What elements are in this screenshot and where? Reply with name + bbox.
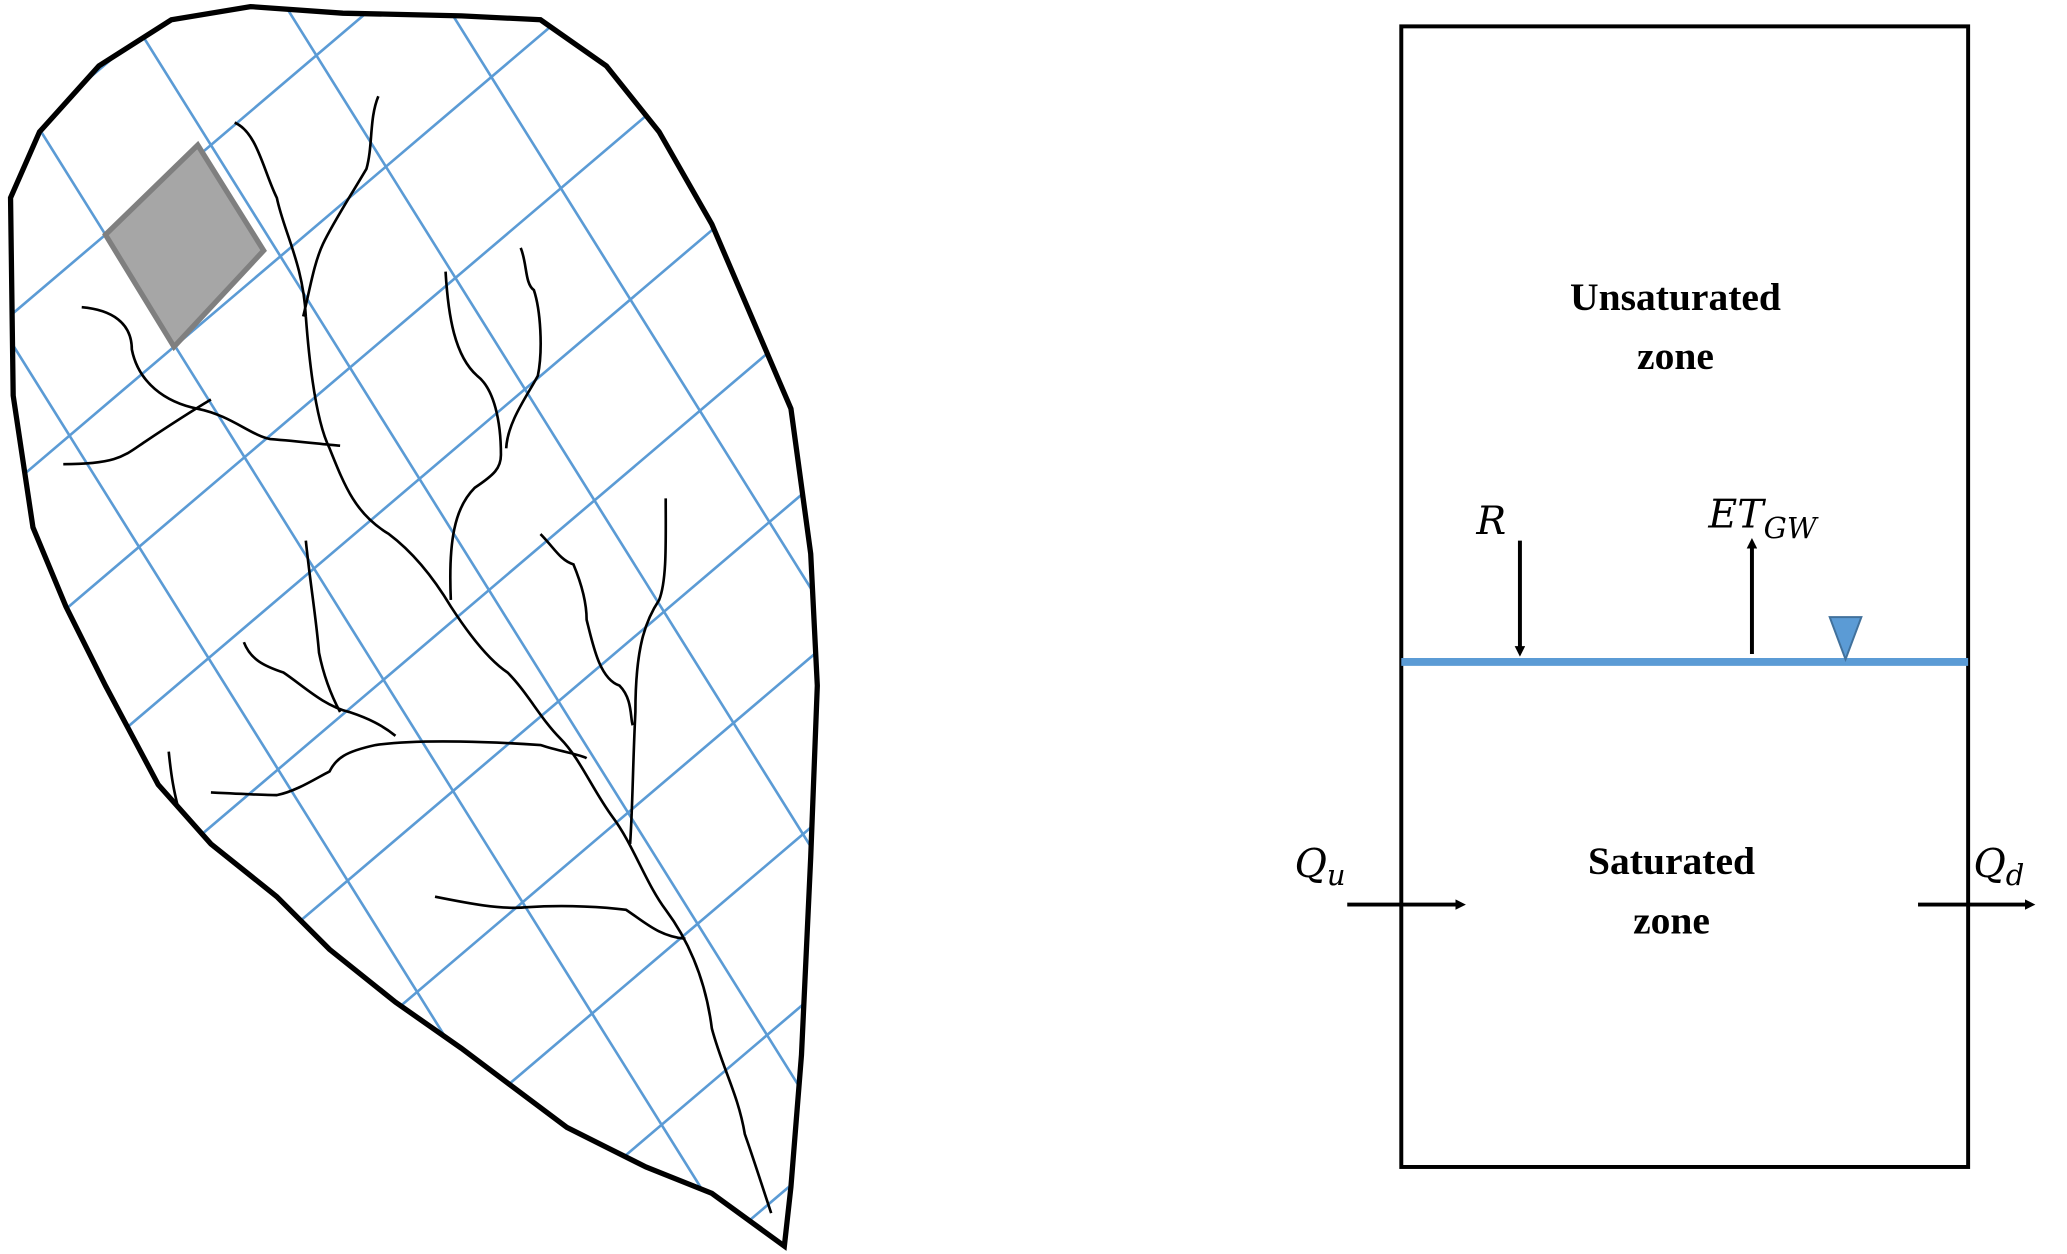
grid-line xyxy=(280,6,818,879)
grid-line xyxy=(109,639,818,1247)
column-box xyxy=(1399,24,1971,1169)
grid-line xyxy=(10,582,420,1247)
inflow-label: Qu xyxy=(1295,841,1346,892)
saturated-zone-label-2: zone xyxy=(1633,899,1710,943)
grid-line xyxy=(10,298,818,1007)
stream-network xyxy=(63,95,773,1214)
grid-line xyxy=(10,128,818,837)
grid-line xyxy=(10,469,818,1178)
grid-line xyxy=(119,6,818,1138)
saturated-zone-label: Saturated xyxy=(1588,839,1755,883)
catchment xyxy=(0,0,830,1253)
grid-line xyxy=(10,840,259,1247)
water-table-icon xyxy=(1828,616,1863,663)
grid-line xyxy=(765,6,818,104)
unsaturated-zone-label-2: zone xyxy=(1637,334,1714,378)
grid-line xyxy=(442,6,818,621)
unsaturated-zone-label: Unsaturated xyxy=(1570,275,1781,319)
grid-cell xyxy=(102,140,267,352)
catchment-outline xyxy=(11,7,818,1246)
grid-lines xyxy=(10,6,818,1247)
recharge-label: R xyxy=(1475,498,1506,544)
groundwater-column: Unsaturated zone Saturated zone R ETGW Q… xyxy=(1295,24,2036,1169)
outflow-label: Qd xyxy=(1973,841,2024,892)
grid-line xyxy=(603,6,818,362)
grid-line xyxy=(510,980,818,1247)
grid-line xyxy=(309,809,818,1247)
grid-line xyxy=(10,1099,97,1247)
et-label: ETGW xyxy=(1707,491,1818,545)
